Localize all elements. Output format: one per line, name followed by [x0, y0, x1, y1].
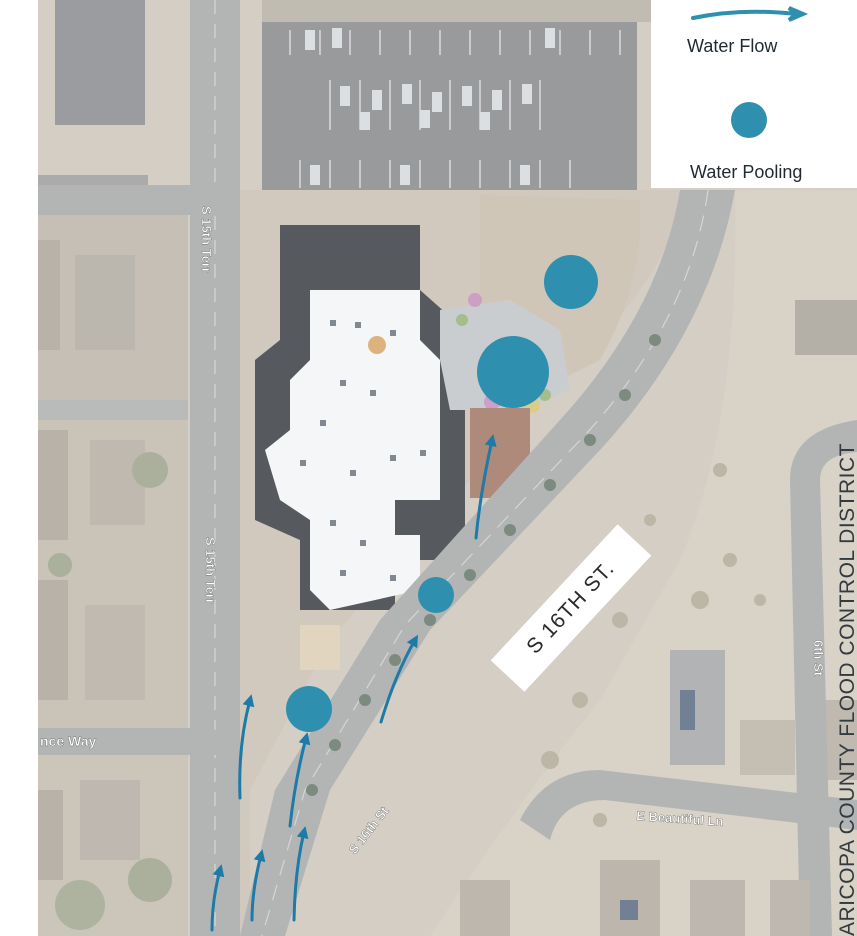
legend-water-flow-label: Water Flow — [687, 36, 778, 56]
flow-arrow-4 — [288, 732, 311, 828]
source-credit: ARICOPA COUNTY FLOOD CONTROL DISTRICT — [836, 443, 857, 936]
street-label-way: nce Way — [40, 733, 96, 749]
pooling-marker-northeast-field — [544, 255, 598, 309]
legend: Water Flow Water Pooling — [651, 0, 857, 188]
pooling-marker-playground — [477, 336, 549, 408]
flow-arrow-1 — [474, 434, 497, 540]
flow-arrow-7 — [210, 864, 225, 932]
water-pooling-legend-icon — [731, 102, 767, 138]
pooling-marker-southwest — [286, 686, 332, 732]
legend-graphics — [691, 6, 809, 138]
street-label-partial-16th: 6th St — [811, 640, 826, 677]
water-flow-legend-icon — [691, 6, 809, 22]
legend-water-pooling-label: Water Pooling — [690, 162, 803, 182]
water-flow-arrows — [210, 434, 497, 932]
flow-arrow-3 — [238, 694, 255, 800]
flow-arrow-6 — [250, 849, 266, 922]
water-pooling-markers — [286, 255, 598, 732]
flow-arrow-5 — [292, 826, 309, 922]
street-label-s15th-terr-top: S 15th Terr — [199, 206, 214, 273]
street-label-beautiful: E Beautiful Ln — [636, 808, 724, 829]
flow-arrow-2 — [379, 634, 418, 724]
street-label-s15th-terr-bottom: S 15th Terr — [203, 537, 218, 604]
pooling-marker-south-building — [418, 577, 454, 613]
